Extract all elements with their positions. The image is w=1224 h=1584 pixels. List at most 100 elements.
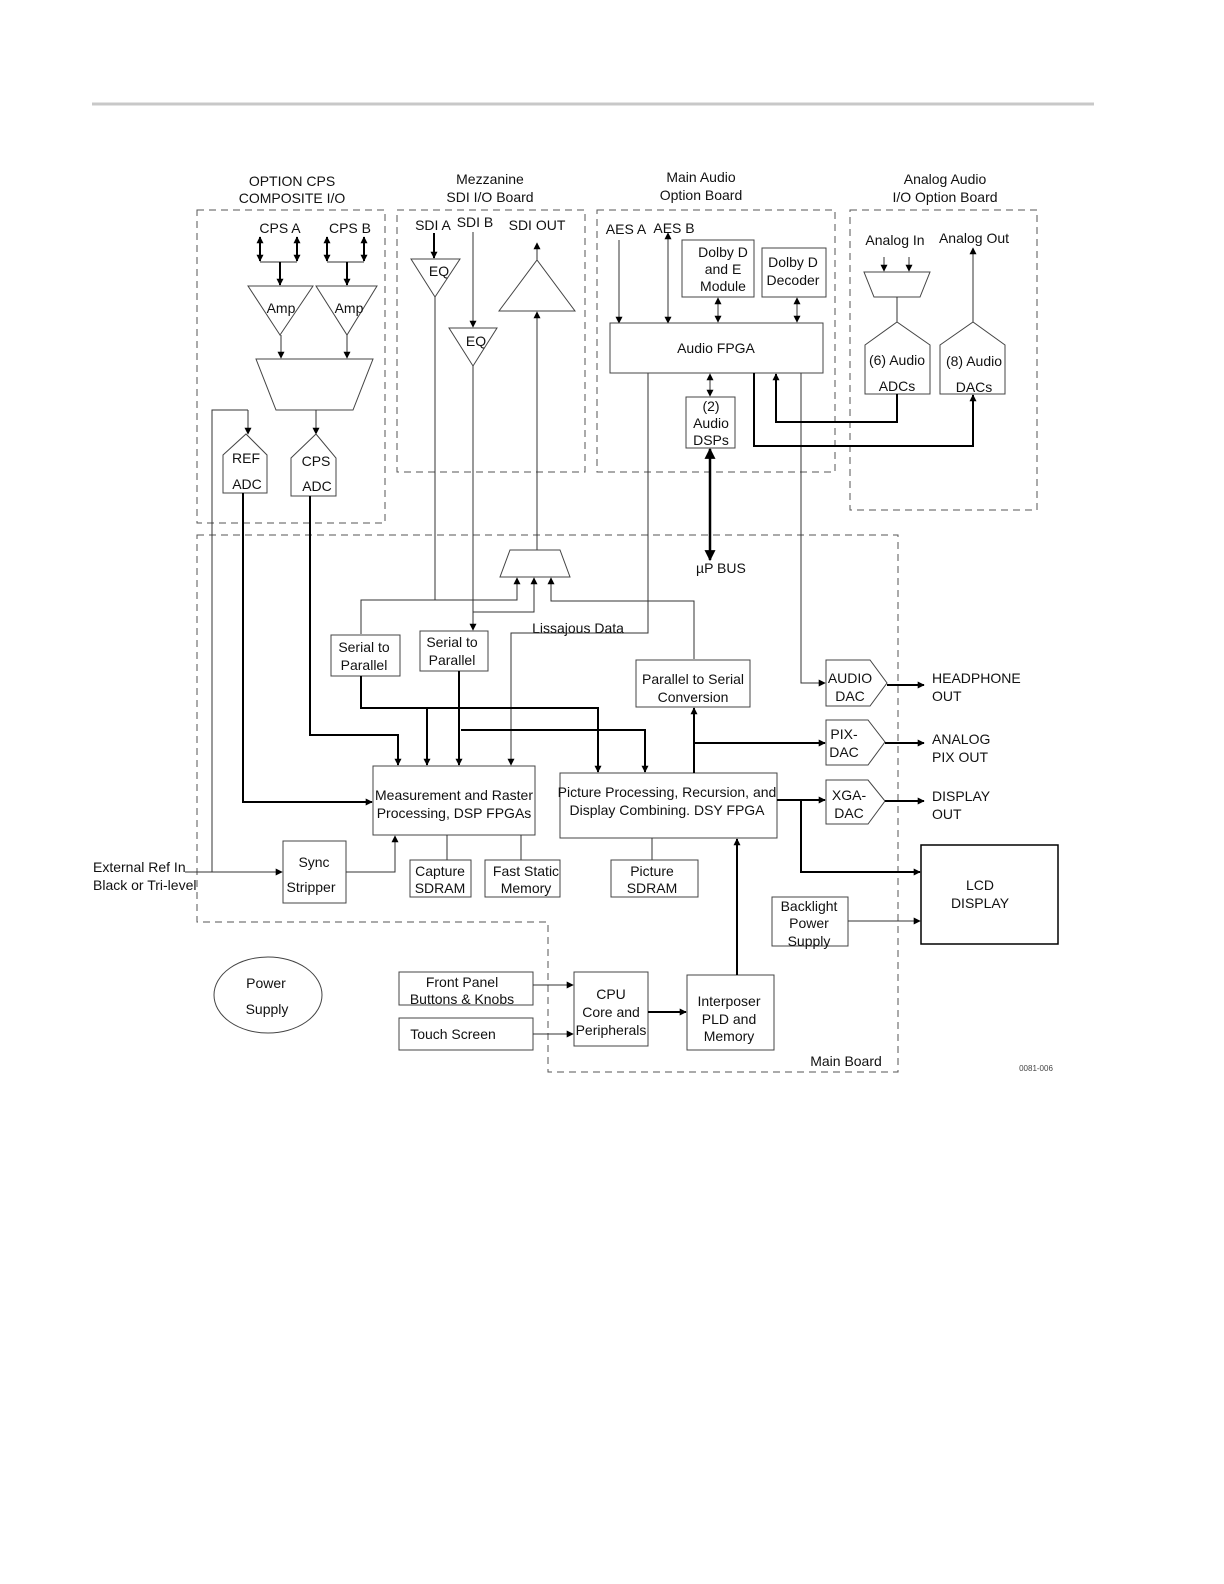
main-board bbox=[196, 534, 899, 1073]
interposer bbox=[686, 974, 775, 1051]
pix-dac bbox=[825, 719, 886, 766]
svg-text:Decoder: Decoder bbox=[767, 272, 820, 288]
parallel-to-serial bbox=[635, 659, 751, 708]
xga-dac bbox=[825, 779, 886, 825]
svg-text:AUDIO: AUDIO bbox=[828, 670, 872, 686]
sdi-b-label: SDI B bbox=[457, 214, 494, 230]
svg-text:I/O Option Board: I/O Option Board bbox=[892, 189, 997, 205]
svg-text:ADC: ADC bbox=[232, 476, 262, 492]
svg-text:REF: REF bbox=[232, 450, 260, 466]
aes-a-label: AES A bbox=[606, 221, 647, 237]
amp-b bbox=[315, 285, 378, 336]
analog-out-label: Analog Out bbox=[939, 230, 1009, 246]
svg-text:OPTION CPS: OPTION CPS bbox=[249, 173, 335, 189]
svg-text:OUT: OUT bbox=[932, 688, 962, 704]
cps-heading: OPTION CPS COMPOSITE I/O bbox=[239, 173, 346, 206]
svg-text:Supply: Supply bbox=[788, 933, 831, 949]
svg-text:DAC: DAC bbox=[835, 688, 865, 704]
cps-input-arrows bbox=[256, 236, 368, 262]
svg-text:SDRAM: SDRAM bbox=[627, 880, 678, 896]
main-board-label: Main Board bbox=[810, 1053, 882, 1069]
cps-mux bbox=[255, 358, 374, 411]
capture-sdram bbox=[409, 859, 472, 898]
svg-text:LCD: LCD bbox=[966, 877, 994, 893]
svg-text:Option Board: Option Board bbox=[660, 187, 743, 203]
svg-text:DSPs: DSPs bbox=[693, 432, 729, 448]
svg-text:Fast Static: Fast Static bbox=[493, 863, 559, 879]
cps-adc bbox=[290, 433, 337, 497]
svg-text:Touch Screen: Touch Screen bbox=[410, 1026, 496, 1042]
headphone-out-label: HEADPHONE bbox=[932, 670, 1021, 686]
display-out-label: DISPLAY bbox=[932, 788, 991, 804]
svg-text:Serial to: Serial to bbox=[426, 634, 478, 650]
eq-b bbox=[448, 327, 498, 367]
svg-text:XGA-: XGA- bbox=[832, 787, 867, 803]
amp-a bbox=[247, 285, 314, 336]
svg-text:EQ: EQ bbox=[429, 263, 449, 279]
lcd-display bbox=[920, 844, 1059, 945]
svg-text:(8) Audio: (8) Audio bbox=[946, 353, 1002, 369]
svg-text:PLD and: PLD and bbox=[702, 1011, 756, 1027]
sdi-out-driver bbox=[498, 259, 576, 312]
up-bus-label: µP BUS bbox=[696, 560, 746, 576]
fast-static-memory bbox=[484, 859, 561, 898]
serial-to-parallel-2 bbox=[419, 630, 489, 672]
analog-audio-board bbox=[849, 209, 1038, 511]
front-panel bbox=[398, 971, 534, 1006]
svg-text:DAC: DAC bbox=[829, 744, 859, 760]
sdi-heading: Mezzanine SDI I/O Board bbox=[446, 171, 533, 205]
svg-text:Parallel: Parallel bbox=[429, 652, 476, 668]
svg-text:OUT: OUT bbox=[932, 806, 962, 822]
backlight-power-supply bbox=[771, 896, 849, 947]
svg-text:Main Audio: Main Audio bbox=[666, 169, 735, 185]
svg-text:Dolby D: Dolby D bbox=[768, 254, 818, 270]
audio-dacs bbox=[939, 321, 1006, 395]
external-ref-label: External Ref In bbox=[93, 859, 186, 875]
svg-text:Backlight: Backlight bbox=[781, 898, 838, 914]
picture-sdram bbox=[610, 859, 699, 898]
analog-heading: Analog Audio I/O Option Board bbox=[892, 171, 997, 205]
audio-fpga bbox=[609, 322, 824, 374]
svg-text:Dolby D: Dolby D bbox=[698, 244, 748, 260]
svg-text:Power: Power bbox=[246, 975, 286, 991]
analog-in-label: Analog In bbox=[865, 232, 924, 248]
svg-text:Module: Module bbox=[700, 278, 746, 294]
svg-text:DISPLAY: DISPLAY bbox=[951, 895, 1010, 911]
sdi-board bbox=[396, 209, 586, 473]
svg-text:Serial to: Serial to bbox=[338, 639, 390, 655]
audio-dac bbox=[825, 659, 888, 707]
cps-b-label: CPS B bbox=[329, 220, 371, 236]
sdi-a-label: SDI A bbox=[415, 217, 451, 233]
svg-text:Front Panel: Front Panel bbox=[426, 974, 498, 990]
svg-text:(6) Audio: (6) Audio bbox=[869, 352, 925, 368]
svg-text:PIX-: PIX- bbox=[830, 726, 858, 742]
svg-text:ADCs: ADCs bbox=[879, 378, 916, 394]
svg-text:CPU: CPU bbox=[596, 986, 626, 1002]
svg-text:ADC: ADC bbox=[302, 478, 332, 494]
svg-text:Interposer: Interposer bbox=[697, 993, 760, 1009]
svg-text:and E: and E bbox=[705, 261, 742, 277]
audio-adcs bbox=[864, 321, 931, 395]
dolby-d-decoder bbox=[761, 247, 827, 298]
eq-a bbox=[410, 258, 461, 298]
sdi-out-label: SDI OUT bbox=[509, 217, 566, 233]
svg-text:Mezzanine: Mezzanine bbox=[456, 171, 524, 187]
svg-text:COMPOSITE I/O: COMPOSITE I/O bbox=[239, 190, 346, 206]
svg-text:(2): (2) bbox=[702, 398, 719, 414]
picture-fpga bbox=[559, 772, 778, 839]
svg-text:Analog Audio: Analog Audio bbox=[904, 171, 987, 187]
amp-b-label: Amp bbox=[335, 300, 364, 316]
svg-text:Audio: Audio bbox=[693, 415, 729, 431]
audio-dsps bbox=[685, 396, 736, 449]
svg-text:Parallel to Serial: Parallel to Serial bbox=[642, 671, 744, 687]
svg-text:Processing, DSP FPGAs: Processing, DSP FPGAs bbox=[377, 805, 532, 821]
dolby-de-module bbox=[681, 239, 755, 298]
svg-text:Supply: Supply bbox=[246, 1001, 289, 1017]
lissajous-label: Lissajous Data bbox=[532, 620, 624, 636]
svg-text:Memory: Memory bbox=[704, 1028, 755, 1044]
audio-heading: Main Audio Option Board bbox=[660, 169, 743, 203]
svg-text:DAC: DAC bbox=[834, 805, 864, 821]
svg-text:Measurement and Raster: Measurement and Raster bbox=[375, 787, 533, 803]
svg-text:PIX OUT: PIX OUT bbox=[932, 749, 988, 765]
